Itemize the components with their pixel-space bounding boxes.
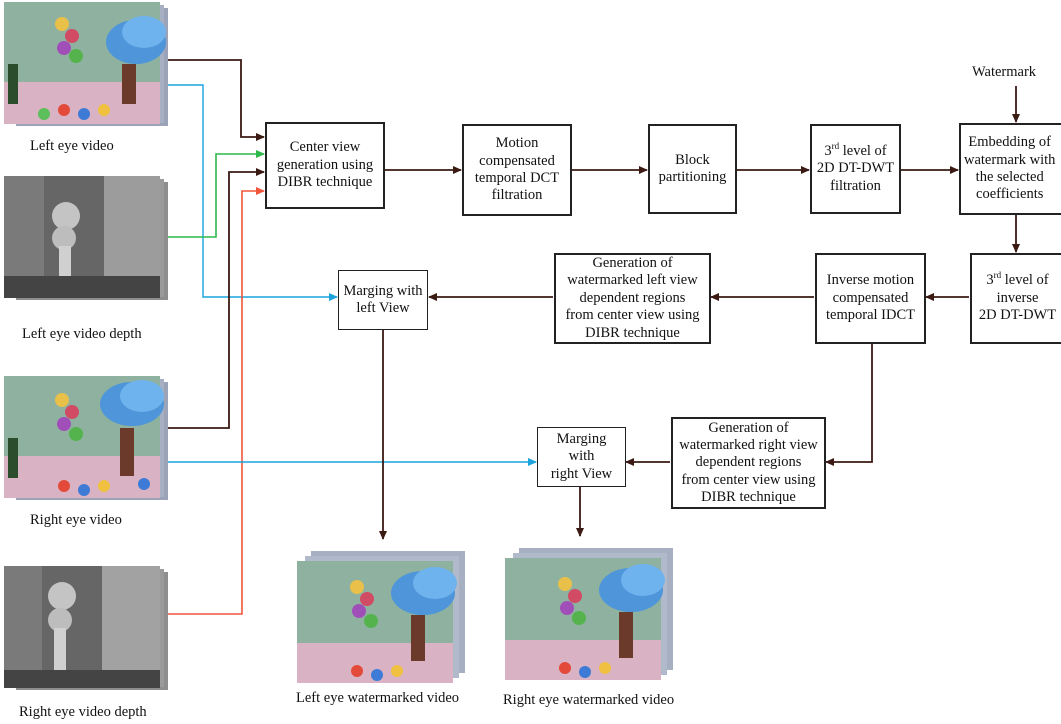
arrow-left-video-to-center [168, 59, 265, 141]
inverse-motion-idct-label: Inverse motion compensated temporal IDCT [826, 272, 915, 324]
generate-right-view-label: Generation of watermarked right view dep… [679, 419, 818, 506]
right-eye-depth-thumbnail [4, 566, 168, 690]
block-partitioning-label: Block partitioning [658, 151, 727, 185]
generate-right-view-block: Generation of watermarked right view dep… [671, 417, 826, 509]
arrow-idct-to-gen-right [825, 344, 873, 466]
right-eye-watermarked-thumbnail [505, 548, 673, 680]
generate-left-view-block: Generation of watermarked left view depe… [554, 253, 711, 344]
watermark-embedding-label: Embedding of watermark with the selected… [964, 134, 1056, 203]
dtdwt-filtration-block: 3rd level of 2D DT-DWT filtration [810, 124, 901, 214]
right-eye-video-caption: Right eye video [30, 512, 122, 528]
arrow-left-video-to-merge-left [168, 84, 338, 301]
left-eye-watermarked-thumbnail [297, 551, 465, 683]
merge-right-view-label: Marging with right View [550, 430, 613, 482]
right-eye-video-thumbnail [4, 376, 168, 500]
left-eye-video-caption: Left eye video [30, 138, 114, 154]
dtdwt-filtration-label: 3rd level of 2D DT-DWT filtration [816, 141, 895, 194]
right-watermarked-caption: Right eye watermarked video [503, 692, 675, 708]
merge-right-view-block: Marging with right View [537, 427, 626, 487]
merge-left-view-label: Marging with left View [343, 282, 423, 316]
left-eye-depth-caption: Left eye video depth [22, 326, 142, 342]
left-eye-depth-thumbnail [4, 176, 168, 300]
watermark-embedding-block: Embedding of watermark with the selected… [959, 123, 1061, 215]
arrow-right-video-to-center [168, 168, 265, 429]
motion-compensated-dct-block: Motion compensated temporal DCT filtrati… [462, 124, 572, 216]
inverse-motion-idct-block: Inverse motion compensated temporal IDCT [815, 253, 926, 344]
generate-left-view-label: Generation of watermarked left view depe… [565, 255, 700, 341]
right-eye-depth-caption: Right eye video depth [19, 704, 147, 720]
motion-compensated-dct-label: Motion compensated temporal DCT filtrati… [474, 135, 560, 204]
arrow-right-depth-to-center [166, 187, 265, 615]
block-partitioning-block: Block partitioning [648, 124, 737, 214]
inverse-dtdwt-block: 3rd level of inverse 2D DT-DWT [970, 253, 1061, 344]
watermark-label: Watermark [972, 64, 1037, 80]
center-view-generation-label: Center view generation using DIBR techni… [276, 139, 374, 191]
left-eye-video-thumbnail [4, 2, 168, 126]
arrow-left-depth-to-center [166, 150, 265, 238]
center-view-generation-block: Center view generation using DIBR techni… [265, 122, 385, 209]
merge-left-view-block: Marging with left View [338, 270, 428, 330]
left-watermarked-caption: Left eye watermarked video [296, 690, 460, 706]
inverse-dtdwt-label: 3rd level of inverse 2D DT-DWT [978, 270, 1057, 324]
